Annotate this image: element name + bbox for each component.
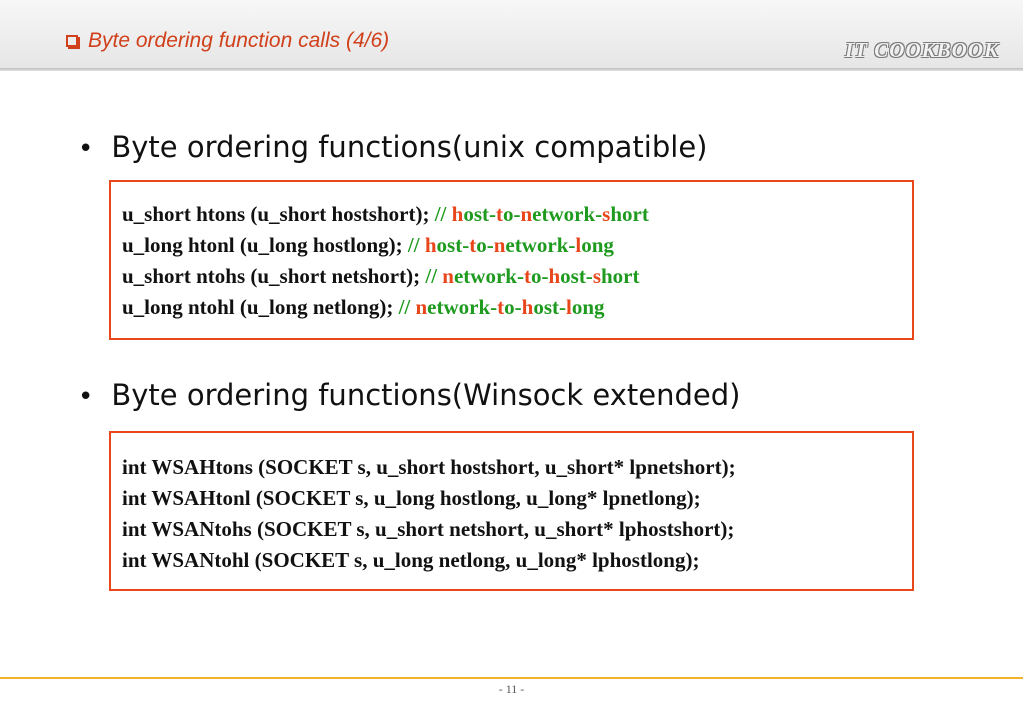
code-text: u_long ntohl (u_long netlong);	[122, 295, 399, 319]
header-divider	[0, 68, 1023, 71]
code-text: u_short ntohs (u_short netshort);	[122, 264, 426, 288]
slide-title: Byte ordering function calls (4/6)	[66, 29, 389, 53]
code-line: u_short ntohs (u_short netshort); // net…	[122, 261, 902, 292]
bullet-dot-icon: •	[78, 382, 94, 412]
comment-segment: t	[495, 202, 503, 226]
bullet-winsock-text: Byte ordering functions(Winsock extended…	[111, 378, 741, 412]
comment-segment: //	[434, 202, 452, 226]
comment-segment: etwork-	[453, 264, 524, 288]
comment-segment: etwork-	[427, 295, 498, 319]
bullet-dot-icon: •	[78, 134, 94, 164]
code-comment: // host-to-network-short	[435, 202, 649, 226]
comment-segment: ost-	[560, 264, 593, 288]
code-line: u_short htons (u_short hostshort); // ho…	[122, 199, 902, 230]
comment-segment: h	[521, 295, 534, 319]
code-line: int WSAHtons (SOCKET s, u_short hostshor…	[122, 455, 736, 479]
comment-segment: o-	[530, 264, 549, 288]
comment-segment: //	[398, 295, 416, 319]
bullet-unix: • Byte ordering functions(unix compatibl…	[78, 130, 707, 164]
code-line: int WSANtohl (SOCKET s, u_long netlong, …	[122, 548, 700, 572]
comment-segment: h	[548, 264, 561, 288]
comment-segment: etwork-	[532, 202, 603, 226]
comment-segment: //	[425, 264, 443, 288]
comment-segment: s	[602, 202, 611, 226]
bullet-unix-text: Byte ordering functions(unix compatible)	[111, 130, 708, 164]
code-comment: // host-to-network-long	[408, 233, 614, 257]
code-box-winsock: int WSAHtons (SOCKET s, u_short hostshor…	[109, 431, 914, 591]
comment-segment: n	[442, 264, 454, 288]
comment-segment: h	[451, 202, 464, 226]
comment-segment: n	[520, 202, 533, 226]
checkbox-bullet-icon	[66, 35, 78, 47]
comment-segment: n	[493, 233, 506, 257]
code-line: u_long htonl (u_long hostlong); // host-…	[122, 230, 902, 261]
code-box-unix: u_short htons (u_short hostshort); // ho…	[109, 180, 914, 340]
slide-header	[0, 0, 1023, 68]
comment-segment: o-	[502, 202, 521, 226]
comment-segment: t	[497, 295, 505, 319]
comment-segment: ost-	[463, 202, 496, 226]
comment-segment: h	[424, 233, 437, 257]
comment-segment: o-	[504, 295, 522, 319]
comment-segment: hort	[610, 202, 649, 226]
code-comment: // network-to-host-short	[425, 264, 639, 288]
page-number: - 11 -	[498, 682, 525, 696]
comment-segment: ong	[571, 295, 605, 319]
comment-segment: n	[415, 295, 428, 319]
comment-segment: etwork-	[505, 233, 576, 257]
comment-segment: l	[566, 295, 572, 319]
code-text: u_long htonl (u_long hostlong);	[122, 233, 408, 257]
footer-divider	[0, 677, 1023, 679]
brand-logo: IT COOKBOOK	[845, 38, 999, 62]
code-line: int WSAHtonl (SOCKET s, u_long hostlong,…	[122, 486, 701, 510]
code-line: int WSANtohs (SOCKET s, u_short netshort…	[122, 517, 735, 541]
comment-segment: ost-	[533, 295, 567, 319]
comment-segment: ong	[581, 233, 614, 257]
comment-segment: //	[407, 233, 425, 257]
code-comment: // network-to-host-long	[399, 295, 605, 319]
comment-segment: t	[469, 233, 477, 257]
comment-segment: hort	[601, 264, 640, 288]
comment-segment: l	[575, 233, 582, 257]
comment-segment: t	[523, 264, 531, 288]
comment-segment: o-	[476, 233, 494, 257]
code-text: u_short htons (u_short hostshort);	[122, 202, 435, 226]
comment-segment: s	[592, 264, 601, 288]
comment-segment: ost-	[436, 233, 470, 257]
code-line: u_long ntohl (u_long netlong); // networ…	[122, 292, 902, 323]
bullet-winsock: • Byte ordering functions(Winsock extend…	[78, 378, 740, 412]
slide-title-text: Byte ordering function calls (4/6)	[88, 29, 390, 52]
